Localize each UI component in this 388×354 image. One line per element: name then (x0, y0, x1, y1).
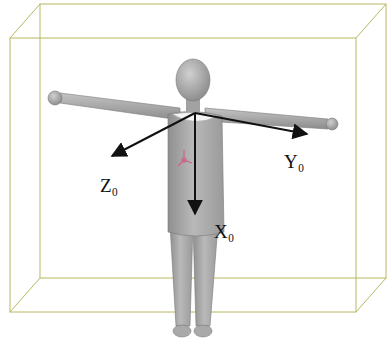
axis-label: Y₀ (284, 152, 304, 171)
axis-label: X₀ (214, 222, 234, 241)
coordinate-axes (112, 113, 307, 214)
axis-label: Z₀ (100, 176, 118, 195)
human-figure (48, 59, 338, 337)
